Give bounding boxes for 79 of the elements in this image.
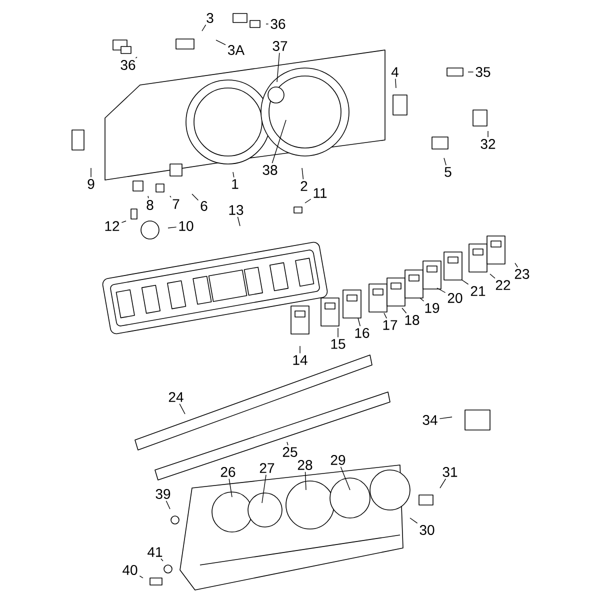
leader-line xyxy=(148,196,149,198)
callout-number: 34 xyxy=(422,415,438,425)
callout-number: 23 xyxy=(514,269,530,279)
leader-line xyxy=(462,280,469,285)
leader-line xyxy=(395,78,396,88)
leader-line xyxy=(514,262,518,268)
callout-number: 41 xyxy=(148,547,162,557)
leader-line xyxy=(202,24,206,32)
leader-line xyxy=(121,220,126,223)
callout-number: 6 xyxy=(200,201,208,211)
leader-line xyxy=(444,158,446,166)
leader-line xyxy=(304,472,306,490)
callout-number: 10 xyxy=(179,221,194,231)
leader-line xyxy=(262,474,266,504)
leader-line xyxy=(135,56,138,58)
callout-number: 38 xyxy=(262,165,278,175)
leader-line xyxy=(160,558,164,562)
leader-line xyxy=(168,226,177,228)
callout-number: 36 xyxy=(270,19,286,29)
callout-number: 20 xyxy=(448,293,462,303)
callout-number: 32 xyxy=(480,139,496,149)
leader-line xyxy=(232,172,234,178)
callout-number: 18 xyxy=(405,315,420,325)
leader-line xyxy=(439,416,452,420)
callout-number: 16 xyxy=(355,328,370,338)
callout-number: 35 xyxy=(476,67,490,77)
callout-number: 17 xyxy=(383,320,398,330)
callout-number: 8 xyxy=(146,200,154,210)
callout-number: 24 xyxy=(168,392,184,402)
callout-number: 4 xyxy=(391,67,398,77)
callout-number: 22 xyxy=(496,280,510,290)
callout-number: 12 xyxy=(105,221,120,231)
leader-line xyxy=(272,120,286,164)
callout-number: 27 xyxy=(260,463,274,473)
leader-line xyxy=(90,168,92,178)
leader-line xyxy=(410,518,418,524)
leader-line xyxy=(302,168,304,180)
leader-line xyxy=(490,274,496,279)
leader-line xyxy=(237,216,240,226)
leader-line xyxy=(436,288,446,293)
leader-line xyxy=(192,194,199,201)
leader-line xyxy=(276,52,280,82)
callout-number: 40 xyxy=(122,565,138,575)
callout-number: 26 xyxy=(220,467,236,477)
callout-number: 9 xyxy=(88,179,94,189)
leader-line xyxy=(304,198,312,204)
callout-number: 29 xyxy=(330,455,346,465)
callout-number: 3A xyxy=(228,45,245,55)
leader-line xyxy=(358,318,361,326)
callout-number: 30 xyxy=(420,525,434,535)
leader-line xyxy=(166,500,170,510)
callout-number: 1 xyxy=(232,179,238,189)
callout-number: 36 xyxy=(120,60,136,70)
leader-line xyxy=(139,576,144,578)
callout-number: 25 xyxy=(282,447,298,457)
callout-number: 3 xyxy=(206,13,214,23)
leader-line xyxy=(170,196,172,198)
callout-number: 13 xyxy=(229,205,244,215)
callout-number: 2 xyxy=(300,181,308,191)
callout-number: 31 xyxy=(442,467,458,477)
leader-line xyxy=(340,466,350,490)
callout-number: 14 xyxy=(293,355,308,365)
callout-number: 19 xyxy=(425,303,440,313)
callout-number: 37 xyxy=(272,41,288,51)
callout-number: 21 xyxy=(470,286,486,296)
leader-line xyxy=(228,478,232,498)
leader-line xyxy=(440,478,446,488)
leader-line xyxy=(216,40,226,46)
callout-number: 11 xyxy=(314,188,327,198)
callout-number: 5 xyxy=(444,167,452,177)
leader-line xyxy=(420,298,424,302)
leader-line xyxy=(286,442,288,446)
callout-number: 28 xyxy=(298,460,312,470)
leader-line xyxy=(384,312,387,319)
callout-number: 7 xyxy=(172,199,180,209)
callout-number: 39 xyxy=(156,489,170,499)
leader-line xyxy=(402,308,407,314)
callout-number: 15 xyxy=(331,339,346,349)
leader-line xyxy=(179,403,186,414)
